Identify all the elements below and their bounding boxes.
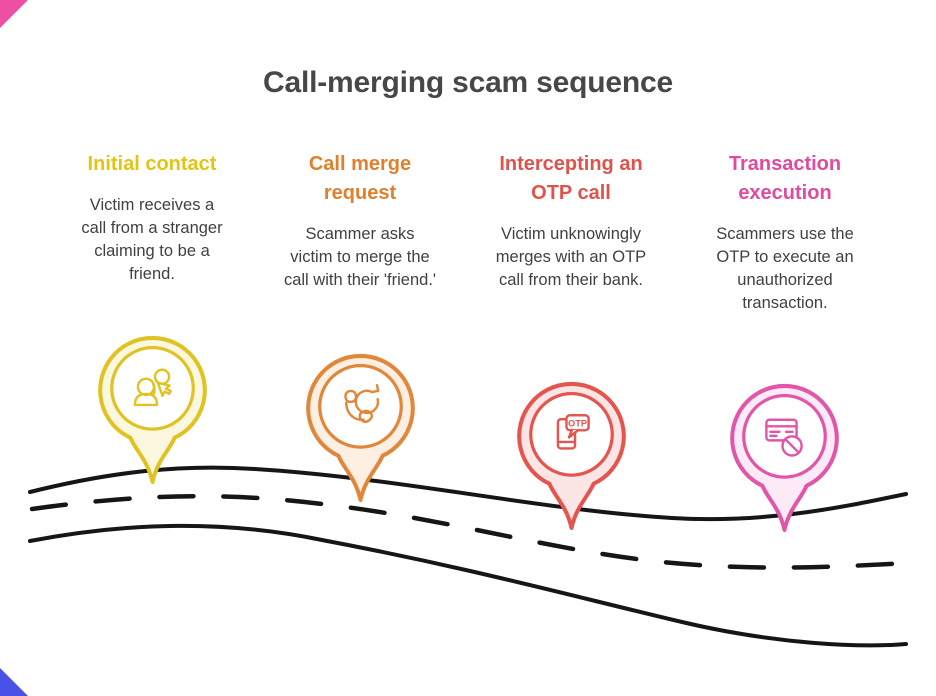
- step-description: Scammer asks victim to merge the call wi…: [283, 225, 437, 289]
- step-heading: Transaction execution: [728, 153, 842, 204]
- otp-message-icon: OTP: [556, 414, 590, 450]
- corner-accent-top-left: [0, 0, 28, 28]
- road-bottom-line: [28, 523, 908, 648]
- step-column-initial-contact: Initial contact Victim receives a call f…: [47, 150, 257, 286]
- pin-intercepting-otp: OTP: [517, 382, 626, 530]
- pin-inner-circle: [110, 345, 195, 431]
- step-column-intercepting-otp: Intercepting an OTP call Victim unknowin…: [466, 150, 676, 292]
- road-center-dashed-line: [29, 493, 911, 570]
- step-column-transaction-execution: Transaction execution Scammers use the O…: [680, 150, 890, 315]
- step-heading: Call merge request: [308, 153, 412, 204]
- otp-label: OTP: [568, 419, 587, 429]
- pin-inner-circle: [318, 363, 403, 449]
- corner-accent-bottom-left: [0, 668, 28, 696]
- page-title: Call-merging scam sequence: [263, 66, 673, 99]
- step-heading: Intercepting an OTP call: [499, 153, 643, 204]
- strangers-icon: [133, 368, 172, 407]
- step-description: Victim receives a call from a stranger c…: [81, 196, 223, 283]
- pin-initial-contact: [98, 336, 207, 484]
- pin-inner-circle: [742, 393, 827, 479]
- blocked-card-icon: [765, 418, 803, 457]
- pin-transaction-execution: [730, 384, 839, 532]
- step-column-call-merge-request: Call merge request Scammer asks victim t…: [255, 150, 465, 292]
- step-heading: Initial contact: [87, 153, 217, 175]
- call-merge-icon: [344, 383, 380, 424]
- pin-call-merge-request: [306, 354, 415, 502]
- step-description: Scammers use the OTP to execute an unaut…: [716, 225, 854, 312]
- step-description: Victim unknowingly merges with an OTP ca…: [495, 225, 647, 289]
